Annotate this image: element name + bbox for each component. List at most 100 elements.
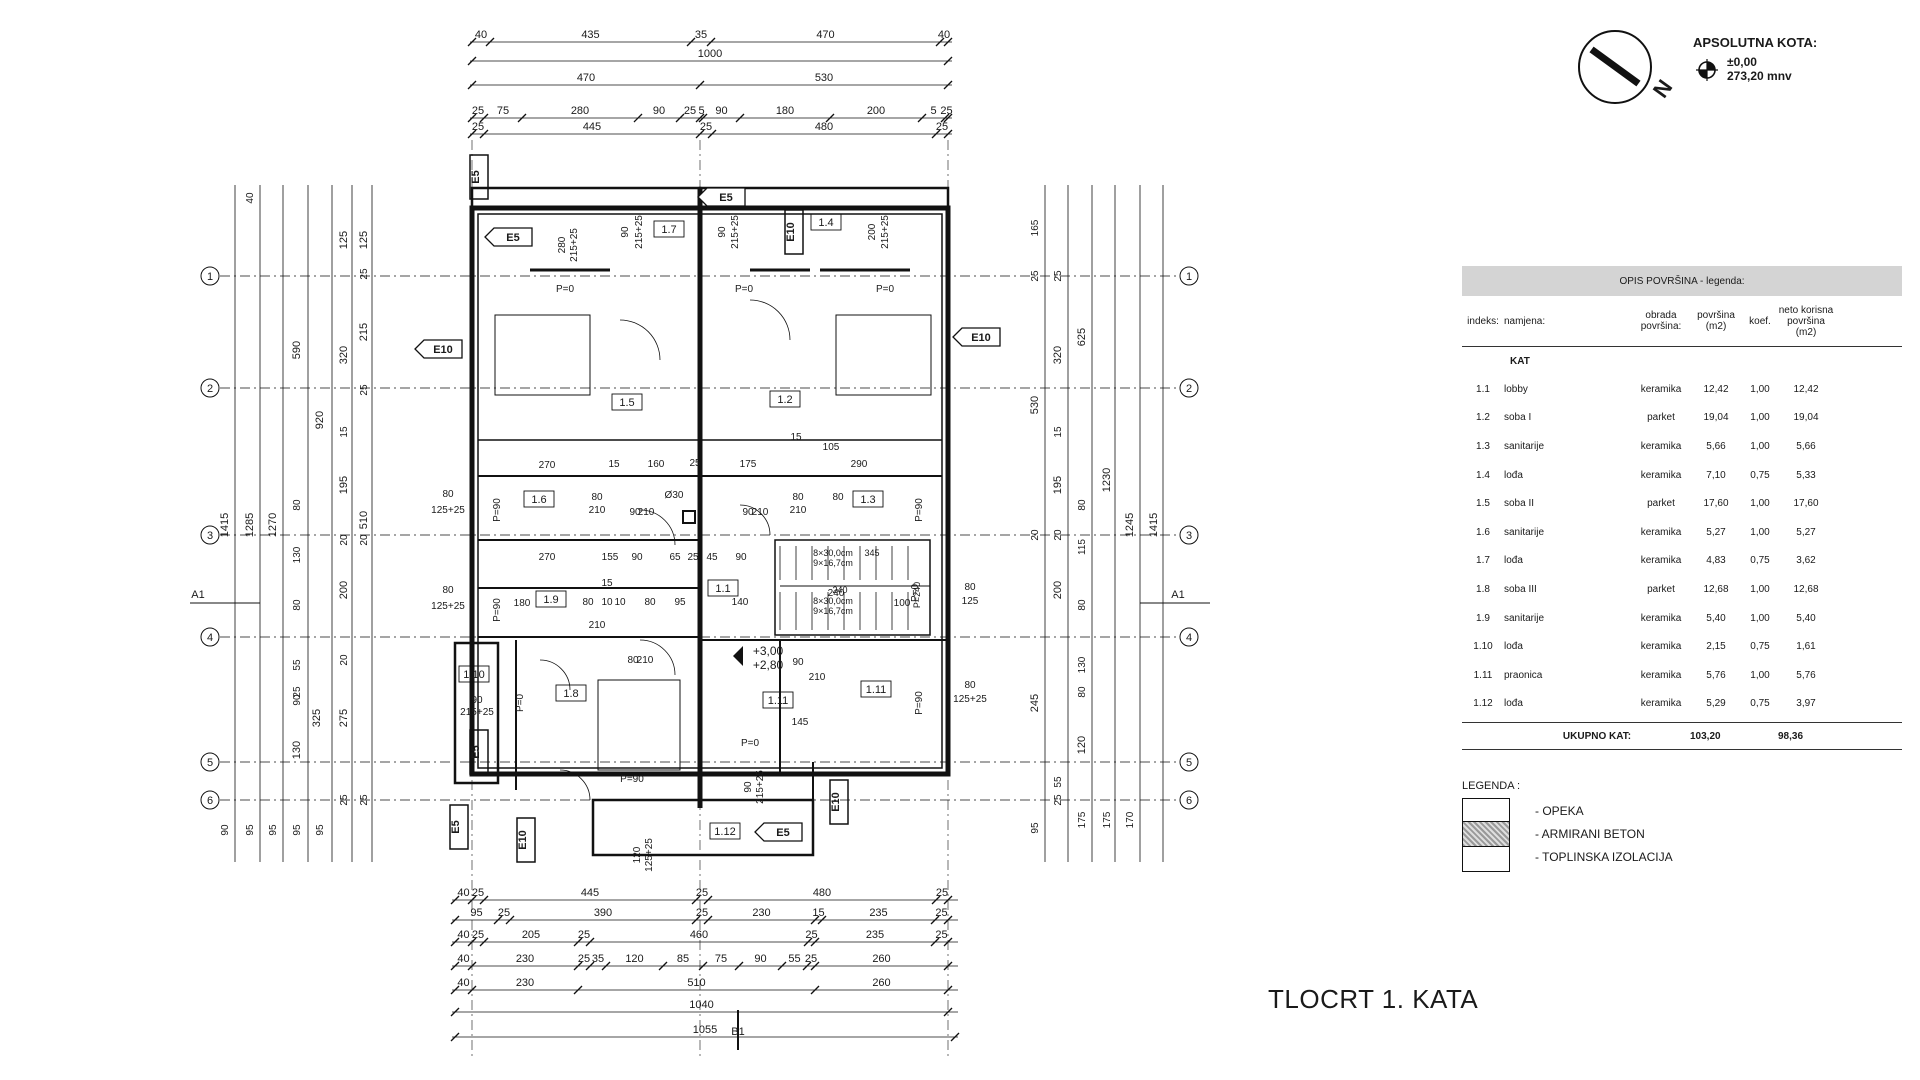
dimension-tick <box>695 80 705 90</box>
sill-height-label: P=0 <box>910 584 921 603</box>
bottom-dimension-label: 25 <box>472 929 484 941</box>
row-area: 4,83 <box>1706 555 1726 567</box>
room-label-box <box>762 691 794 709</box>
room-label-box <box>555 684 587 702</box>
door-swing <box>619 319 661 361</box>
tag-e10: E10 <box>785 222 797 242</box>
stair-box <box>774 539 931 636</box>
room-label-box <box>707 579 739 597</box>
row-index: 1.5 <box>1476 498 1490 510</box>
interior-dimension: 210 <box>752 507 769 518</box>
bottom-dimension-label: 55 <box>788 953 800 965</box>
interior-dimension: 80 <box>582 597 594 608</box>
axis-bubble-right <box>1179 790 1199 810</box>
room-label-box <box>709 822 741 840</box>
dimension-tick <box>803 937 813 947</box>
right-dim-misc: 175 <box>1102 811 1113 828</box>
dimension-tick <box>698 113 708 123</box>
balcony-1-10 <box>453 641 500 785</box>
interior-dimension: 210 <box>637 655 654 666</box>
row-coef: 1,00 <box>1750 526 1770 538</box>
bottom-dimension-label: 205 <box>522 929 540 941</box>
outer-wall-inner-face <box>477 213 943 769</box>
right-dim-c5c: 195 <box>1052 476 1064 494</box>
row-net: 19,04 <box>1793 412 1819 424</box>
left-dim-c4b: 920 <box>314 411 326 429</box>
col-area: površina (m2) <box>1697 310 1735 332</box>
right-dim-misc: 25 <box>1053 794 1064 806</box>
stair-label: 8×30,0cm <box>813 548 853 558</box>
interior-dimension: 90 <box>629 507 641 518</box>
axis-bubble-right <box>1179 378 1199 398</box>
interior-dimension: 210 <box>638 507 655 518</box>
row-name: sanitarije <box>1504 612 1545 624</box>
right-dim-misc: 130 <box>1077 656 1088 673</box>
row-finish: keramika <box>1640 669 1682 681</box>
row-name: lođa <box>1504 641 1523 653</box>
dimension-tick <box>810 985 820 995</box>
row-finish: parket <box>1647 498 1675 510</box>
right-dim-c5e: 245 <box>1029 694 1041 712</box>
dimension-tick <box>940 113 950 123</box>
axis-bubble-right <box>1179 627 1199 647</box>
balcony-1-12 <box>591 798 815 857</box>
bottom-dimension-label: 35 <box>592 953 604 965</box>
bed-1-2 <box>835 314 932 396</box>
bottom-dimension-label: 260 <box>872 977 890 989</box>
legend-item-beton: - ARMIRANI BETON <box>1535 827 1645 841</box>
left-dim-misc: 95 <box>292 824 303 836</box>
row-index: 1.10 <box>1473 641 1493 653</box>
col-name: namjena: <box>1504 315 1546 327</box>
axis-bubble-left <box>200 525 220 545</box>
left-dim-misc: 95 <box>268 824 279 836</box>
door-swing <box>539 659 571 691</box>
top-dimension-label: 25 <box>700 121 712 133</box>
left-dim-misc: 95 <box>245 824 256 836</box>
room-label: 1.5 <box>619 397 634 409</box>
dimension-tick <box>450 937 460 947</box>
right-dim-misc: 80 <box>1077 599 1088 611</box>
axis-bubble-right <box>1179 266 1199 286</box>
dimension-tick <box>601 961 611 971</box>
left-dim-c4a: 590 <box>291 341 303 359</box>
right-dim-c5f: 120 <box>1076 736 1088 754</box>
row-area: 5,40 <box>1706 612 1726 624</box>
row-net: 3,97 <box>1796 698 1816 710</box>
room-label-box <box>458 665 490 683</box>
opening-label: 90 <box>471 695 483 706</box>
bottom-dimension-label: 235 <box>869 907 887 919</box>
opening-label: 120 <box>632 846 643 863</box>
interior-dimension: 80 <box>627 655 639 666</box>
row-finish: keramika <box>1640 612 1682 624</box>
top-dimension-label: 5 <box>698 105 704 117</box>
right-dim-misc: 165 <box>1030 219 1041 236</box>
room-label: 1.11 <box>866 684 887 696</box>
door-swing <box>559 769 591 801</box>
left-dim-misc: 40 <box>245 192 256 204</box>
sill-height-label: P=90 <box>492 598 503 622</box>
row-area: 17,60 <box>1703 498 1729 510</box>
dimension-tick <box>943 961 953 971</box>
left-dim-c6d: 275 <box>338 709 350 727</box>
axis-bubble-left <box>200 790 220 810</box>
legend-swatch-stack <box>1462 798 1510 872</box>
interior-dimension: 290 <box>851 459 868 470</box>
section-mark-a-right: A1 <box>1171 589 1184 601</box>
row-net: 5,66 <box>1796 440 1816 452</box>
interior-dimension: 80 <box>792 492 804 503</box>
left-dim-c5c: 195 <box>338 476 350 494</box>
top-dimension-label: 1000 <box>698 48 722 60</box>
row-index: 1.3 <box>1476 440 1490 452</box>
right-dim-misc: 55 <box>1053 776 1064 788</box>
left-dim-misc: 90 <box>220 824 231 836</box>
bottom-dimension-label: 15 <box>812 907 824 919</box>
axis-label-left: 4 <box>207 632 213 644</box>
interior-dimension: 25 <box>689 458 701 469</box>
row-area: 19,04 <box>1703 412 1729 424</box>
stair-label: 240 <box>832 585 847 595</box>
dimension-tick <box>695 129 705 139</box>
dimension-tick <box>485 37 495 47</box>
interior-dimension: 160 <box>648 459 665 470</box>
